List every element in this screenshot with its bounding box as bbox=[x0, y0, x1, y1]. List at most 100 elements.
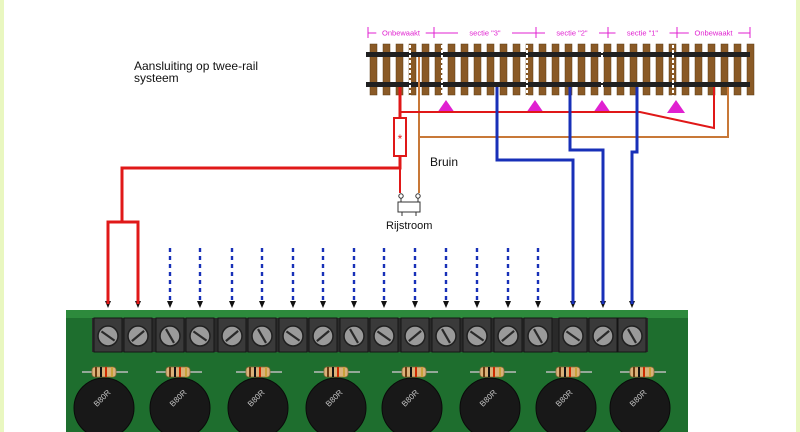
section-marker-triangle bbox=[526, 100, 544, 113]
bridge-rectifier bbox=[305, 377, 367, 432]
resistor-band bbox=[111, 367, 113, 377]
resistor-band bbox=[633, 367, 635, 377]
bridge-rectifier bbox=[459, 377, 521, 432]
sleeper bbox=[421, 43, 430, 96]
sleeper bbox=[525, 43, 534, 96]
red-wire-left bbox=[106, 156, 402, 304]
input-arrow bbox=[197, 301, 203, 308]
input-arrow bbox=[505, 301, 511, 308]
board-resistor bbox=[555, 366, 581, 378]
sleeper bbox=[707, 43, 716, 96]
sleeper bbox=[616, 43, 625, 96]
board-resistor bbox=[165, 366, 191, 378]
resistor-band bbox=[100, 367, 102, 377]
sleeper bbox=[538, 43, 547, 96]
section-dividers bbox=[409, 40, 674, 96]
blue-wire-section-3 bbox=[495, 87, 575, 304]
bridge-rectifier bbox=[73, 377, 135, 432]
section-label-bg bbox=[458, 27, 512, 38]
resistor-band bbox=[332, 367, 334, 377]
screw-slot bbox=[376, 330, 392, 342]
board-resistor bbox=[323, 366, 349, 378]
left-frame-strip bbox=[0, 0, 4, 432]
input-arrow bbox=[381, 301, 387, 308]
resistor-band bbox=[559, 367, 561, 377]
sleeper bbox=[694, 43, 703, 96]
resistor-band bbox=[174, 367, 176, 377]
input-arrow bbox=[474, 301, 480, 308]
screw-slot bbox=[316, 330, 330, 342]
resistor-band bbox=[249, 367, 251, 377]
section-label: Onbewaakt bbox=[382, 29, 421, 38]
sleeper bbox=[434, 43, 443, 96]
terminal-block bbox=[92, 317, 648, 353]
track bbox=[366, 40, 755, 113]
resistor-band bbox=[254, 367, 256, 377]
resistor-band bbox=[185, 367, 187, 377]
section-label-bg bbox=[615, 27, 670, 38]
section-markers bbox=[437, 100, 685, 113]
sleeper bbox=[590, 43, 599, 96]
resistor-band bbox=[179, 367, 181, 377]
board-resistors bbox=[82, 366, 666, 378]
bridge-rectifier bbox=[609, 377, 671, 432]
input-arrow bbox=[443, 301, 449, 308]
sleeper bbox=[733, 43, 742, 96]
resistor-band bbox=[575, 367, 577, 377]
screw-slot bbox=[165, 328, 175, 344]
board-resistor bbox=[629, 366, 655, 378]
resistor-band bbox=[569, 367, 571, 377]
input-arrow bbox=[351, 301, 357, 308]
bridge-rectifier bbox=[227, 377, 289, 432]
resistor-band bbox=[95, 367, 97, 377]
screw-slot bbox=[596, 330, 610, 342]
resistor-band bbox=[169, 367, 171, 377]
sleeper bbox=[369, 43, 378, 96]
resistor-band bbox=[564, 367, 566, 377]
sleepers bbox=[369, 43, 755, 96]
sleeper bbox=[655, 43, 664, 96]
resistor-band bbox=[499, 367, 501, 377]
board-resistor bbox=[91, 366, 117, 378]
sleeper bbox=[746, 43, 755, 96]
top-rail bbox=[366, 52, 750, 57]
screw-slot bbox=[100, 330, 116, 342]
section-label-bg bbox=[688, 27, 739, 38]
screw-slot bbox=[501, 330, 515, 342]
wires: * bbox=[106, 57, 729, 304]
brown-wire-right bbox=[419, 87, 729, 138]
sleeper bbox=[720, 43, 729, 96]
resistor-band bbox=[488, 367, 490, 377]
sleeper bbox=[382, 43, 391, 96]
section-label-bg bbox=[545, 27, 599, 38]
right-frame-strip bbox=[796, 0, 800, 432]
screw-slot bbox=[225, 330, 239, 342]
caption-line-1: Aansluiting op twee-rail bbox=[134, 59, 259, 73]
resistor-band bbox=[105, 367, 107, 377]
screw-slot bbox=[533, 328, 543, 344]
sleeper bbox=[499, 43, 508, 96]
sleeper bbox=[577, 43, 586, 96]
resistor-band bbox=[405, 367, 407, 377]
screw-slot bbox=[408, 330, 422, 342]
sleeper bbox=[408, 43, 417, 96]
section-label-bg bbox=[376, 27, 426, 38]
screw-slot bbox=[627, 328, 637, 344]
section-marker-triangle bbox=[593, 100, 611, 113]
input-arrow bbox=[229, 301, 235, 308]
power-supply-icon bbox=[397, 193, 421, 216]
resistor-band bbox=[483, 367, 485, 377]
red-wire-left-b bbox=[122, 220, 140, 304]
red-wire-right bbox=[400, 87, 715, 130]
section-marker-triangle bbox=[437, 100, 455, 113]
sleeper bbox=[551, 43, 560, 96]
blue-wire-section-2 bbox=[568, 87, 605, 304]
sleeper bbox=[447, 43, 456, 96]
board-resistor bbox=[245, 366, 271, 378]
label-bruin: Bruin bbox=[430, 155, 458, 169]
screw-slot bbox=[565, 330, 581, 342]
input-arrow bbox=[535, 301, 541, 308]
sleeper bbox=[642, 43, 651, 96]
